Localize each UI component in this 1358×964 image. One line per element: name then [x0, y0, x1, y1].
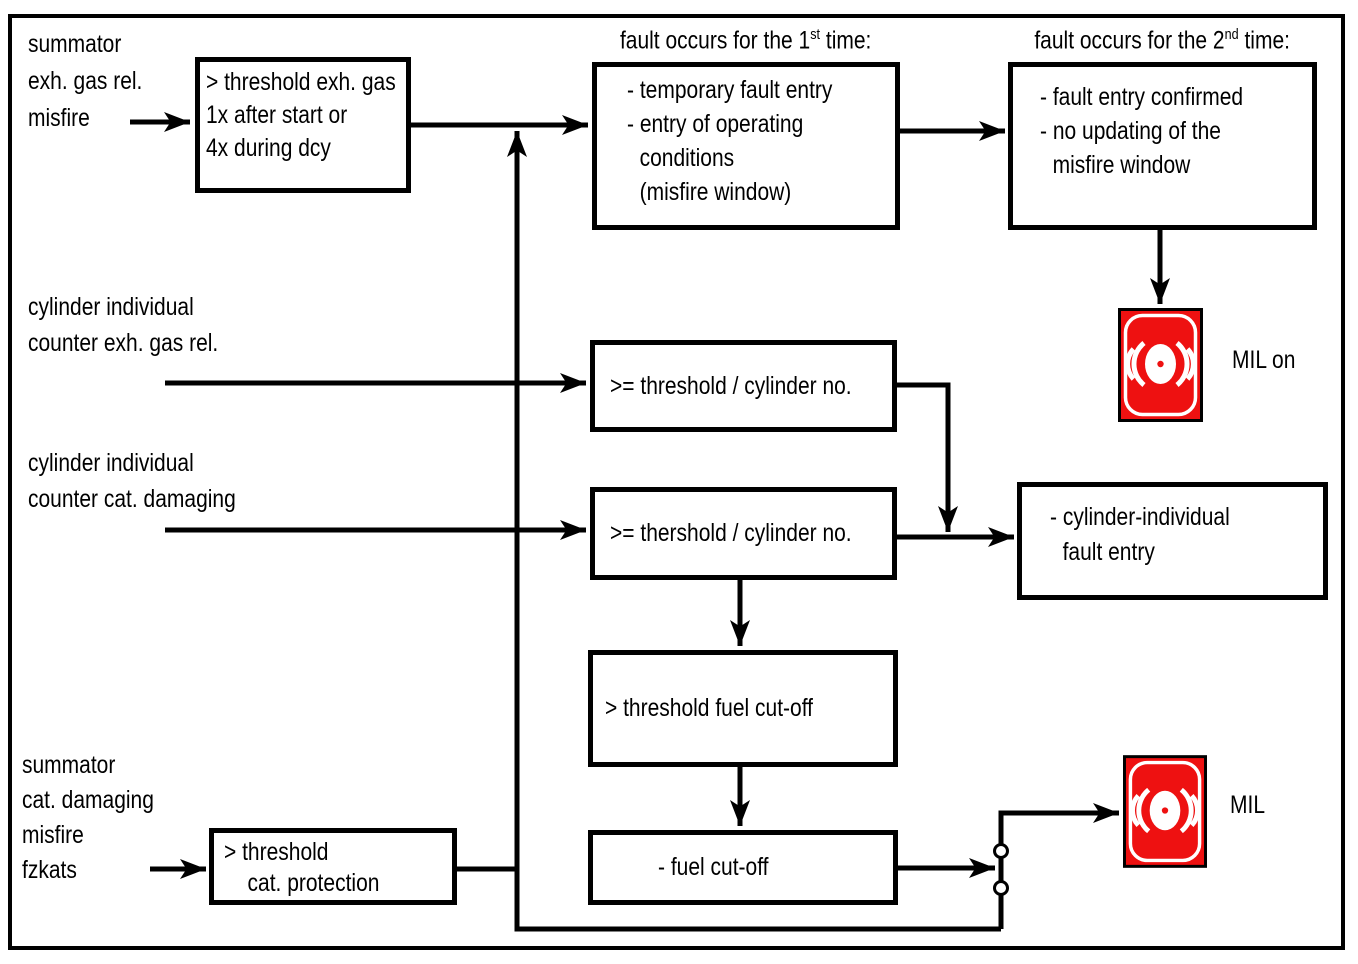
box-line: > threshold: [224, 838, 329, 866]
header-second-time-sup: nd: [1224, 26, 1239, 43]
input-line: cylinder individual: [28, 293, 194, 321]
box-line: - temporary fault entry: [627, 76, 833, 104]
input-line: misfire: [28, 104, 90, 132]
box-line: 1x after start or: [206, 101, 348, 129]
box-line: >= threshold / cylinder no.: [610, 371, 852, 400]
input-summator-exh-gas: summator exh. gas rel. misfire: [28, 26, 142, 137]
input-line: cylinder individual: [28, 449, 194, 477]
input-line: counter exh. gas rel.: [28, 329, 219, 357]
header-first-time-sup: st: [810, 26, 821, 43]
box-line: misfire window: [1052, 151, 1191, 179]
input-line: summator: [28, 30, 122, 58]
header-first-time-text: fault occurs for the 1: [620, 26, 811, 55]
diagram-border: [8, 14, 1345, 950]
header-second-time: fault occurs for the 2nd time:: [1008, 18, 1317, 57]
box-threshold-exh-gas: > threshold exh. gas 1x after start or 4…: [195, 57, 411, 193]
box-fault-entry-confirmed: - fault entry confirmed - no updating of…: [1008, 62, 1317, 230]
input-line: misfire: [22, 821, 84, 849]
switch-contact-bottom: [993, 880, 1009, 896]
box-temporary-fault-entry: - temporary fault entry - entry of opera…: [592, 62, 900, 230]
input-line: cat. damaging: [22, 786, 154, 814]
header-second-time-text: fault occurs for the 2: [1034, 26, 1225, 55]
box-line: 4x during dcy: [206, 134, 331, 162]
box-line: - fuel cut-off: [658, 853, 769, 881]
box-threshold-cylinder-cat: >= thershold / cylinder no.: [590, 487, 897, 580]
mil-label: MIL: [1230, 791, 1266, 819]
box-line: - fault entry confirmed: [1040, 83, 1244, 111]
box-cylinder-fault-entry: - cylinder-individual fault entry: [1017, 482, 1328, 600]
header-second-time-suffix: time:: [1238, 26, 1291, 55]
box-line: conditions: [639, 144, 735, 172]
box-cat-protection: > threshold cat. protection: [209, 828, 457, 905]
box-line: > threshold exh. gas: [206, 68, 396, 96]
input-cylinder-exh-gas: cylinder individual counter exh. gas rel…: [28, 289, 218, 361]
arrow-thresholdA-down: [897, 382, 958, 532]
arrow-switch-to-mil: [998, 803, 1119, 929]
box-line: fault entry: [1062, 538, 1155, 566]
box-line: - no updating of the: [1040, 117, 1221, 145]
input-cylinder-cat-damaging: cylinder individual counter cat. damagin…: [28, 445, 236, 517]
feedback-line: [507, 131, 1001, 932]
switch-contact-top: [993, 843, 1009, 859]
box-line: cat. protection: [247, 869, 380, 897]
header-first-time-suffix: time:: [820, 26, 872, 55]
box-fuel-cutoff: - fuel cut-off: [588, 830, 898, 905]
box-threshold-fuel-cutoff: > threshold fuel cut-off: [588, 650, 898, 767]
box-threshold-cylinder-exh: >= threshold / cylinder no.: [590, 340, 897, 432]
box-line: (misfire window): [639, 178, 792, 206]
input-line: exh. gas rel.: [28, 67, 143, 95]
box-line: - cylinder-individual: [1050, 503, 1230, 531]
mil-on-lamp-icon: [1118, 308, 1203, 422]
mil-on-label: MIL on: [1232, 346, 1296, 374]
mil-lamp-icon: [1123, 755, 1207, 868]
input-line: counter cat. damaging: [28, 485, 236, 513]
box-line: >= thershold / cylinder no.: [610, 519, 852, 547]
box-line: > threshold fuel cut-off: [605, 694, 813, 722]
input-line: summator: [22, 751, 116, 779]
header-first-time: fault occurs for the 1st time:: [592, 18, 900, 57]
box-line: - entry of operating: [627, 110, 804, 138]
input-line: fzkats: [22, 856, 77, 884]
input-summator-cat-damaging: summator cat. damaging misfire fzkats: [22, 748, 154, 888]
